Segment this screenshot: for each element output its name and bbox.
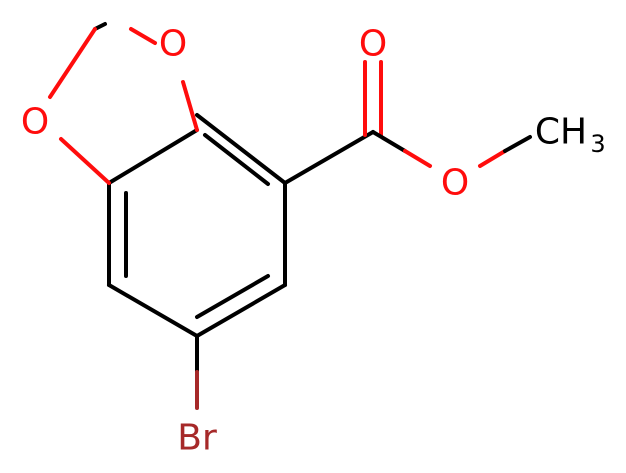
ester-group bbox=[283, 60, 532, 185]
bond-c1-c2-inner bbox=[203, 133, 270, 186]
bond-c1-c2 bbox=[195, 113, 287, 185]
dioxole-ring bbox=[48, 22, 199, 185]
bond-c1-o1 bbox=[181, 80, 199, 132]
bromine-label: Br bbox=[177, 418, 217, 459]
bond-c3-c4 bbox=[195, 283, 287, 338]
methyl-label: CH bbox=[535, 112, 587, 153]
bond-oester-left bbox=[403, 149, 432, 168]
bond-o1-ch2 bbox=[129, 27, 157, 45]
bond-oester-methyl bbox=[503, 135, 532, 153]
bond-ccarbonyl-oester bbox=[371, 130, 407, 153]
bond-c2-ccarbonyl bbox=[283, 130, 375, 185]
bond-oester-right bbox=[478, 149, 507, 168]
bond-ch2-o2 bbox=[48, 27, 97, 99]
bond-c3-c4-inner bbox=[195, 274, 270, 319]
methyl-subscript: 3 bbox=[590, 130, 605, 158]
bond-c6-c1 bbox=[107, 128, 199, 185]
oxygen-carbonyl-label: O bbox=[359, 24, 387, 65]
bond-c4-c5 bbox=[107, 283, 199, 338]
bond-o2-c6 bbox=[59, 137, 111, 185]
oxygen-ring-left-label: O bbox=[21, 102, 49, 143]
oxygen-ester-label: O bbox=[441, 163, 469, 204]
benzene-ring bbox=[107, 113, 287, 338]
oxygen-ring-top-label: O bbox=[159, 24, 187, 65]
